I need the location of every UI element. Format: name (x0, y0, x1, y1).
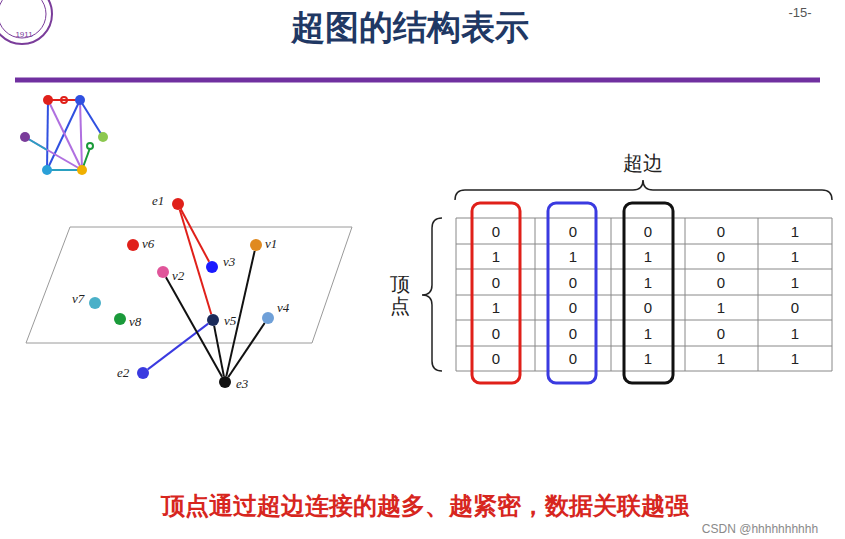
table-cell: 1 (791, 325, 799, 342)
table-cell: 0 (492, 223, 500, 240)
table-cell: 1 (644, 350, 652, 367)
vertex-dot: v8 (114, 313, 126, 325)
table-cell: 0 (569, 325, 577, 342)
table-cell: 1 (717, 350, 725, 367)
table-cell: 0 (569, 299, 577, 316)
hyperedge-point: e2 (137, 367, 149, 379)
brace (422, 218, 442, 371)
table-cell: 1 (791, 223, 799, 240)
hyperedge-point: e3 (219, 376, 231, 388)
table-cell: 1 (569, 248, 577, 265)
table-cell: 1 (644, 248, 652, 265)
vertex-label: v7 (72, 291, 84, 307)
table-cell: 0 (644, 223, 652, 240)
university-seal (0, 0, 52, 44)
table-cell: 0 (569, 274, 577, 291)
university-seal (0, 0, 46, 38)
matrix-grid (456, 218, 832, 371)
slide-caption: 顶点通过超边连接的越多、越紧密，数据关联越强 (161, 490, 689, 522)
vertex-dot: v6 (127, 239, 139, 251)
watermark: CSDN @hhhhhhhhhh (702, 522, 818, 536)
vertex-label: e3 (236, 376, 248, 392)
table-cell: 0 (492, 274, 500, 291)
axis-label: 顶点 (390, 273, 410, 317)
table-cell: 0 (569, 350, 577, 367)
column-highlight (548, 203, 596, 383)
table-cell: 1 (791, 350, 799, 367)
table-cell: 1 (492, 299, 500, 316)
vertex-dot: v4 (262, 312, 274, 324)
hyperedge-link (181, 209, 209, 261)
table-cell: 1 (492, 248, 500, 265)
hyperedge-link (214, 326, 224, 376)
vertex-label: v4 (277, 300, 289, 316)
hyperedge-point: e1 (172, 198, 184, 210)
title-rule (15, 78, 820, 83)
table-cell: 1 (644, 274, 652, 291)
table-cell: 0 (644, 299, 652, 316)
table-cell: 0 (569, 223, 577, 240)
table-cell: 0 (717, 248, 725, 265)
vertex-label: v3 (223, 254, 235, 270)
table-cell: 0 (717, 325, 725, 342)
table-cell: 1 (717, 299, 725, 316)
hyperedge-link (148, 324, 208, 370)
table-cell: 0 (492, 350, 500, 367)
table-cell: 1 (791, 274, 799, 291)
vertex-label: v5 (224, 313, 236, 329)
table-cell: 0 (717, 274, 725, 291)
axis-label: 超边 (623, 150, 663, 177)
column-highlight (472, 203, 520, 383)
brace (455, 180, 832, 200)
vertex-label: v8 (129, 314, 141, 330)
vertex-dot: v7 (89, 297, 101, 309)
column-highlight (624, 203, 673, 383)
hyperedge-link (228, 323, 264, 377)
table-cell: 1 (644, 325, 652, 342)
vertex-dot: v2 (157, 266, 169, 278)
vertex-label: v2 (172, 268, 184, 284)
vertex-label: e1 (152, 193, 164, 209)
table-cell: 0 (791, 299, 799, 316)
vertex-label: v6 (142, 236, 154, 252)
slide-title: 超图的结构表示 (291, 5, 529, 51)
table-cell: 0 (717, 223, 725, 240)
seal-text: 1911 (15, 30, 32, 39)
vertex-label: e2 (117, 365, 129, 381)
vertex-dot: v1 (250, 239, 262, 251)
vertex-dot: v3 (206, 261, 218, 273)
plane (26, 227, 352, 343)
vertex-dot: v5 (207, 314, 219, 326)
page-number: -15- (788, 5, 811, 20)
table-cell: 0 (492, 325, 500, 342)
table-cell: 1 (791, 248, 799, 265)
hypergraph-icon (20, 95, 108, 175)
vertex-label: v1 (265, 236, 277, 252)
